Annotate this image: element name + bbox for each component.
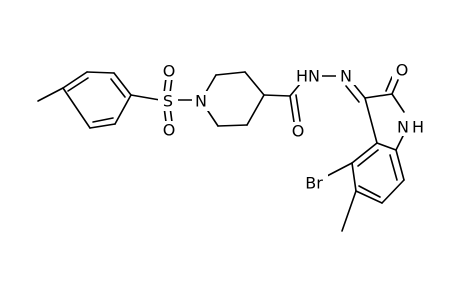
bond-amide-co-b — [295, 94, 301, 122]
atom-nitrogen-hydrazone: N — [340, 67, 352, 86]
bond-s-o-top-a — [163, 77, 167, 94]
atom-labels: S O O N O HN N O H N Br — [158, 61, 427, 193]
bond-c5-methyl — [341, 190, 357, 232]
atom-oxygen-oxindole: O — [396, 61, 409, 80]
bond-c4-c3a — [351, 142, 378, 164]
bond-tolyl-5 — [89, 123, 116, 129]
bond-c7a-c7-d — [389, 154, 398, 181]
bond-tolyl-3d — [110, 78, 126, 98]
atom-nitrogen-piperidine: N — [195, 92, 207, 111]
bond-c6-c5 — [355, 190, 383, 204]
bond-tolyl-3 — [113, 72, 132, 96]
bond-tolyl-5d — [92, 117, 114, 123]
bond-c7-c6 — [381, 179, 405, 204]
atom-oxygen-sulfonyl-bottom: O — [163, 121, 176, 140]
atom-oxygen-sulfonyl-top: O — [163, 62, 176, 81]
bond-carbonyl-nh — [289, 83, 301, 97]
bond-n1-c7a — [395, 133, 405, 151]
bond-pip-4 — [246, 94, 265, 126]
atom-nitrogen-indole: N — [397, 118, 409, 137]
atom-oxygen-amide: O — [292, 122, 305, 141]
bond-pip-1 — [205, 74, 217, 93]
bond-tolyl-6 — [62, 87, 91, 129]
bond-pip-5 — [217, 124, 248, 127]
atom-hydrazide-nh: HN — [296, 67, 320, 86]
bonds — [37, 71, 405, 232]
bond-pip-3 — [244, 71, 265, 96]
bond-c4-c3a-d — [357, 149, 379, 167]
bond-tolyl-4 — [114, 94, 132, 125]
bond-amide-co-a — [289, 95, 295, 123]
bond-c2-n1 — [391, 93, 405, 113]
bond-c3a-c3 — [364, 97, 378, 144]
bond-c2-o-a — [391, 79, 399, 95]
bond-tolyl-1d — [67, 77, 89, 92]
bond-aryl-sulfur — [130, 94, 161, 101]
bond-pip-carbonyl — [263, 94, 291, 97]
bond-pip-2 — [215, 71, 246, 76]
bond-c4-br — [326, 162, 353, 177]
atom-hydrogen-indole: H — [412, 118, 424, 137]
atom-bromine: Br — [305, 174, 323, 193]
bond-tolyl-1 — [62, 71, 88, 89]
bond-tolyl-2 — [86, 71, 115, 74]
bond-n-c3-b — [345, 85, 360, 103]
bond-c7a-c7 — [395, 149, 405, 181]
bond-c2-o-b — [385, 76, 393, 92]
bond-c3-c2 — [364, 93, 393, 99]
bond-c5-c4 — [351, 162, 357, 192]
bond-methyl-tolyl — [37, 87, 64, 102]
bond-c6-c5-d — [358, 185, 381, 198]
atom-sulfur: S — [163, 92, 173, 111]
bond-c3a-c7a — [376, 142, 397, 151]
bond-s-o-top-b — [169, 77, 173, 94]
